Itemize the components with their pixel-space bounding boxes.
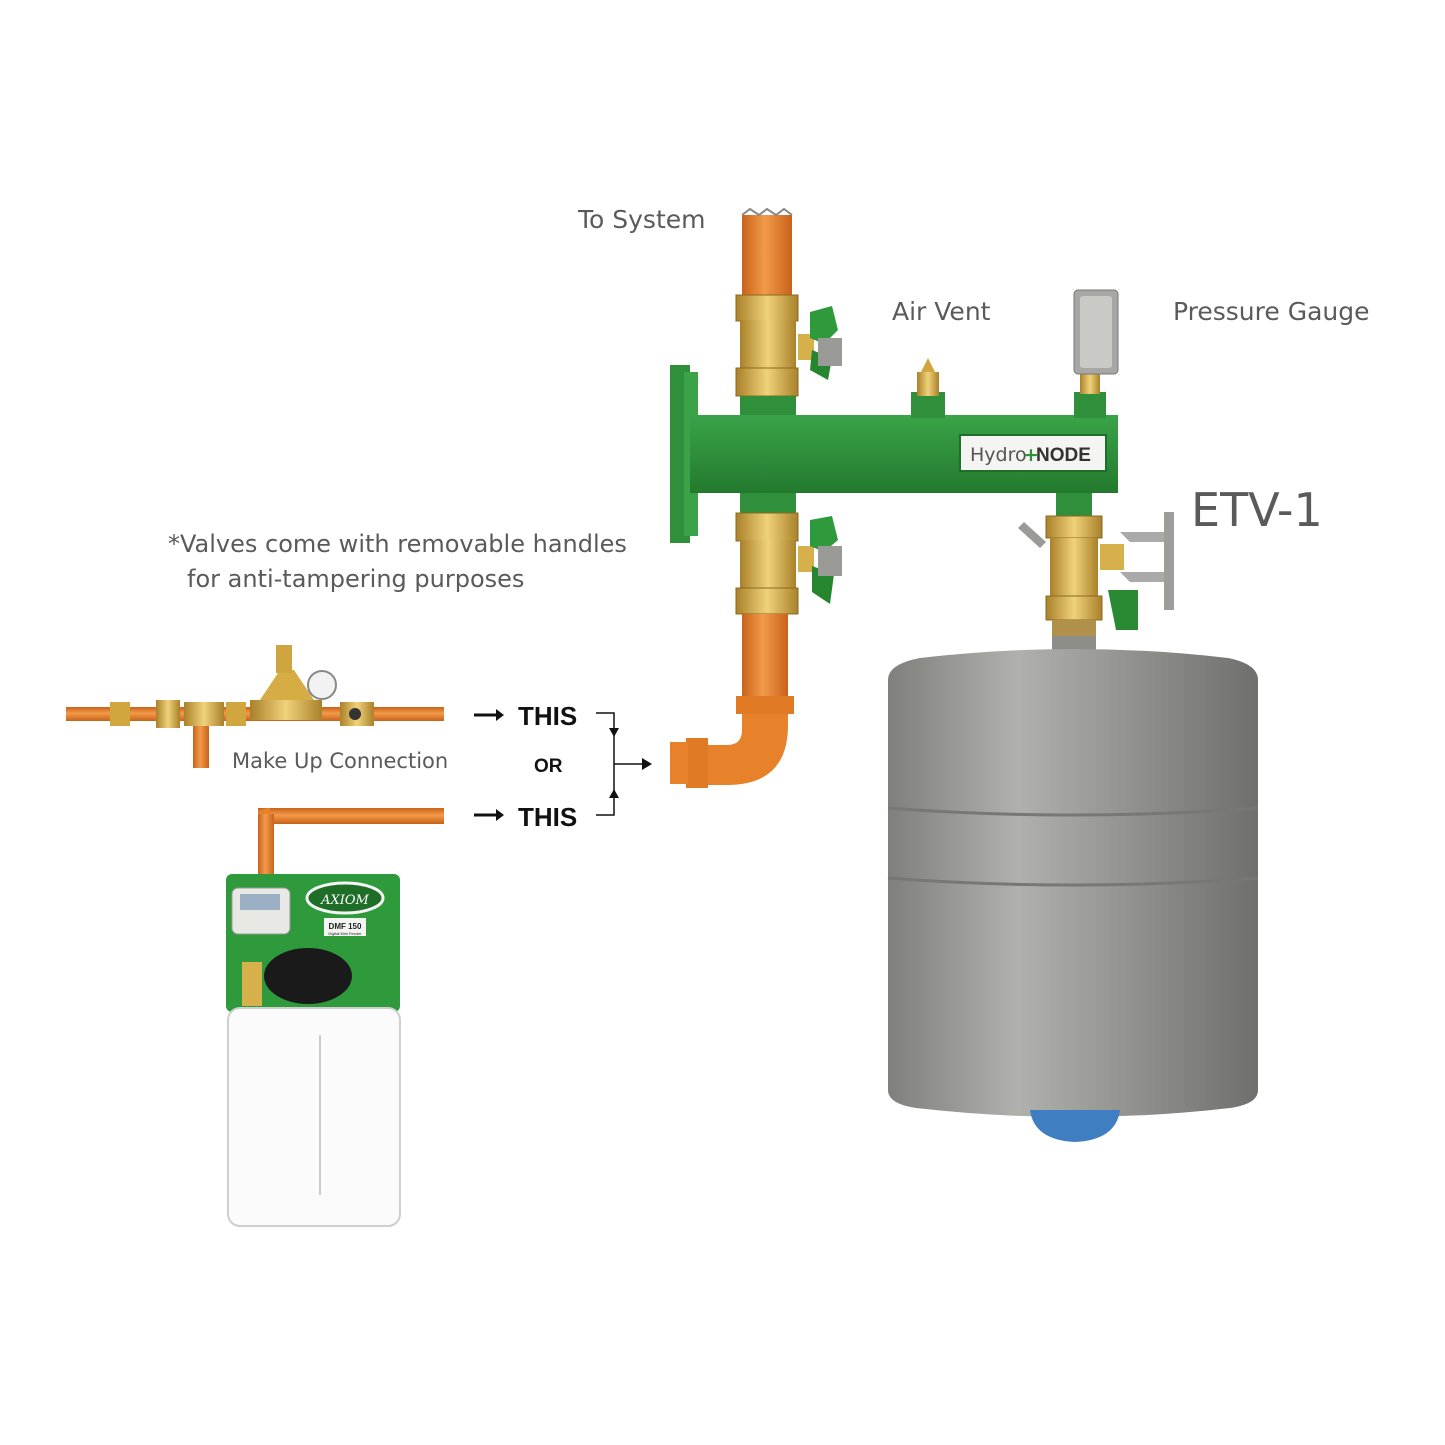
note-line-1: *Valves come with removable handles xyxy=(168,530,627,558)
air-vent xyxy=(911,358,945,418)
hydronode-header: Hydro + NODE xyxy=(670,365,1118,543)
option-this-bottom: THIS xyxy=(518,802,577,832)
etv-valve xyxy=(1018,493,1174,638)
feeder-model: DMF 150 xyxy=(329,922,362,931)
pressure-gauge-label: Pressure Gauge xyxy=(1173,297,1369,326)
elbow-pipe xyxy=(670,614,794,788)
feeder-pipe xyxy=(258,808,444,874)
make-up-connection-assembly xyxy=(66,645,444,768)
top-isolation-valve xyxy=(735,294,842,418)
note-line-2: for anti-tampering purposes xyxy=(187,565,524,593)
make-up-connection-label: Make Up Connection xyxy=(232,749,448,773)
expansion-tank xyxy=(887,636,1259,1142)
lower-isolation-valve xyxy=(735,493,842,615)
etv-label: ETV-1 xyxy=(1191,483,1323,537)
option-or: OR xyxy=(534,756,563,777)
feeder-brand: AXIOM xyxy=(320,893,369,908)
feeder-subtitle: Digital Mini Feeder xyxy=(328,931,362,936)
hydronode-logo-b: NODE xyxy=(1036,445,1091,466)
hydronode-logo-a: Hydro xyxy=(970,444,1027,466)
pressure-gauge xyxy=(1073,289,1119,418)
option-this-top: THIS xyxy=(518,701,577,731)
axiom-feeder: AXIOM DMF 150 Digital Mini Feeder xyxy=(226,874,401,1227)
option-arrows xyxy=(474,709,652,821)
to-system-label: To System xyxy=(577,205,706,234)
hydronode-logo-plus: + xyxy=(1023,444,1039,466)
air-vent-label: Air Vent xyxy=(892,297,991,326)
